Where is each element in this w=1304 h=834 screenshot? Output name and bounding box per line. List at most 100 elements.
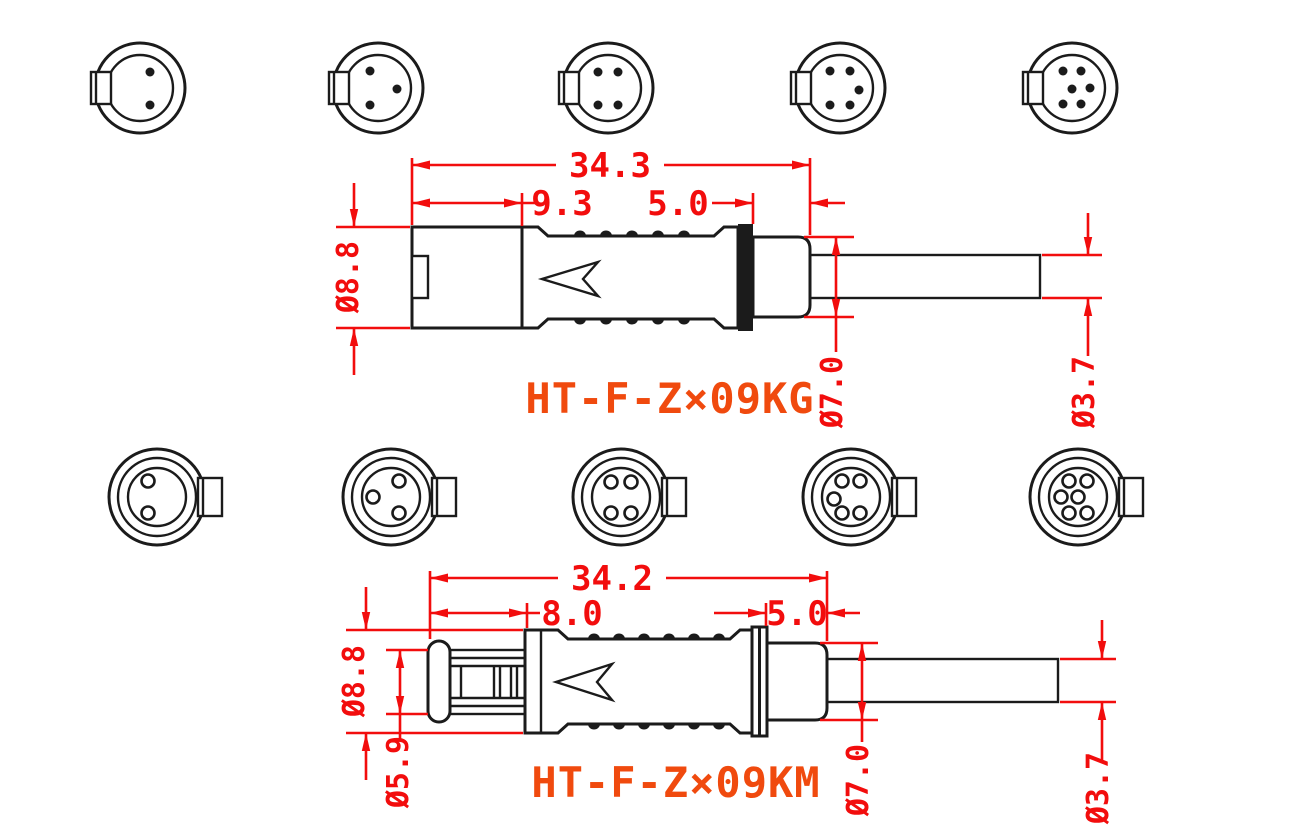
face-female-5pin (801, 447, 918, 547)
strain-relief-km (764, 641, 829, 722)
grip-bumps-km (588, 633, 725, 730)
dim-front-km-text: 8.0 (541, 594, 602, 634)
dim-cable-dia-km: Ø3.7 (1060, 620, 1116, 825)
key-tab (890, 476, 918, 518)
socket-contact (391, 473, 407, 489)
dim-collar-dia-kg-text: Ø7.0 (815, 356, 850, 429)
socket-contact (603, 505, 619, 521)
pin-contact (825, 66, 835, 76)
socket-contact (623, 474, 639, 490)
socket-contact (365, 489, 381, 505)
dim-collar-dia-kg: Ø7.0 (804, 235, 854, 429)
face-female-4pin (571, 447, 688, 547)
socket-contact (1053, 489, 1069, 505)
lock-band-kg (738, 224, 753, 331)
pin-contact (825, 100, 835, 110)
socket-contact (140, 473, 156, 489)
dim-front-dia-km-text: Ø5.9 (381, 736, 416, 809)
side-view-kg: 34.3 9.3 5.0 Ø8.8 (331, 146, 1102, 429)
dim-body-dia-km-text: Ø8.8 (337, 645, 372, 718)
dim-rear-kg: 9.3 (412, 184, 593, 226)
barrel-kg (520, 225, 740, 330)
dim-strain-kg: 5.0 (647, 184, 845, 224)
pin-contact (145, 100, 155, 110)
dim-collar-dia-km-text: Ø7.0 (841, 744, 876, 817)
key-tab (196, 476, 224, 518)
dim-cable-dia-km-text: Ø3.7 (1081, 752, 1116, 825)
socket-contact (1061, 505, 1077, 521)
key-tab (327, 70, 351, 106)
latch-notch-kg (410, 254, 430, 300)
dim-overall-kg-text: 34.3 (569, 146, 651, 186)
pin-contact (845, 100, 855, 110)
rear-cap-kg (410, 225, 524, 330)
socket-contact (140, 505, 156, 521)
dim-overall-km-text: 34.2 (571, 559, 653, 599)
dim-overall-km: 34.2 (428, 559, 829, 641)
pin-contact (613, 67, 623, 77)
dim-body-dia-km: Ø8.8 (337, 587, 523, 780)
dim-body-dia-kg-text: Ø8.8 (331, 241, 366, 314)
cable-kg (804, 253, 1042, 300)
key-tab (557, 70, 581, 106)
dim-collar-dia-km: Ø7.0 (820, 641, 878, 817)
pin-contact (365, 66, 375, 76)
pin-contact (845, 66, 855, 76)
face-male-5pin (789, 41, 887, 135)
pin-contact (1058, 99, 1068, 109)
pin-contact (593, 100, 603, 110)
pin-contact (1067, 84, 1077, 94)
face-row-male (89, 41, 1119, 135)
pin-contact (1076, 99, 1086, 109)
cable-km (820, 657, 1060, 704)
strain-relief-kg (751, 235, 812, 319)
socket-contact (1061, 473, 1077, 489)
socket-contact (852, 473, 868, 489)
pin-contact (1085, 83, 1095, 93)
orientation-arrow-icon (537, 259, 602, 299)
key-tab (789, 70, 813, 106)
front-collar-km (426, 639, 452, 724)
key-tab (430, 476, 458, 518)
socket-contact (1079, 473, 1095, 489)
pin-contact (1058, 66, 1068, 76)
dim-front-km: 8.0 (430, 594, 603, 634)
face-male-6pin (1021, 41, 1119, 135)
pin-contact (1076, 66, 1086, 76)
socket-contact (391, 505, 407, 521)
face-female-6pin (1028, 447, 1145, 547)
dim-overall-kg: 34.3 (410, 146, 812, 235)
dim-body-dia-kg: Ø8.8 (331, 183, 410, 375)
face-male-4pin (557, 41, 655, 135)
model-label-km: HT-F-Z×09KM (531, 758, 820, 807)
dim-cable-dia-kg-text: Ø3.7 (1067, 356, 1102, 429)
socket-contact (1070, 489, 1086, 505)
dim-strain-km-text: 5.0 (766, 594, 827, 634)
face-row-female (107, 447, 1145, 547)
grip-bumps-kg (574, 230, 690, 325)
socket-contact (826, 491, 842, 507)
socket-contact (834, 505, 850, 521)
body-km (523, 628, 754, 735)
dim-rear-kg-text: 9.3 (531, 184, 592, 224)
key-tab (1117, 476, 1145, 518)
face-female-3pin (341, 447, 458, 547)
pin-contact (392, 84, 402, 94)
dim-front-dia-km: Ø5.9 (381, 648, 428, 809)
pin-contact (593, 67, 603, 77)
orientation-arrow-icon (552, 661, 616, 703)
key-tab (1021, 70, 1045, 106)
key-tab (660, 476, 688, 518)
pin-contact (365, 100, 375, 110)
front-tube-km (448, 648, 529, 716)
face-male-3pin (327, 41, 425, 135)
key-tab (89, 70, 113, 106)
socket-contact (623, 505, 639, 521)
face-male-2pin (89, 41, 187, 135)
pin-contact (145, 67, 155, 77)
pin-contact (854, 85, 864, 95)
pin-contact (613, 100, 623, 110)
socket-contact (1079, 505, 1095, 521)
